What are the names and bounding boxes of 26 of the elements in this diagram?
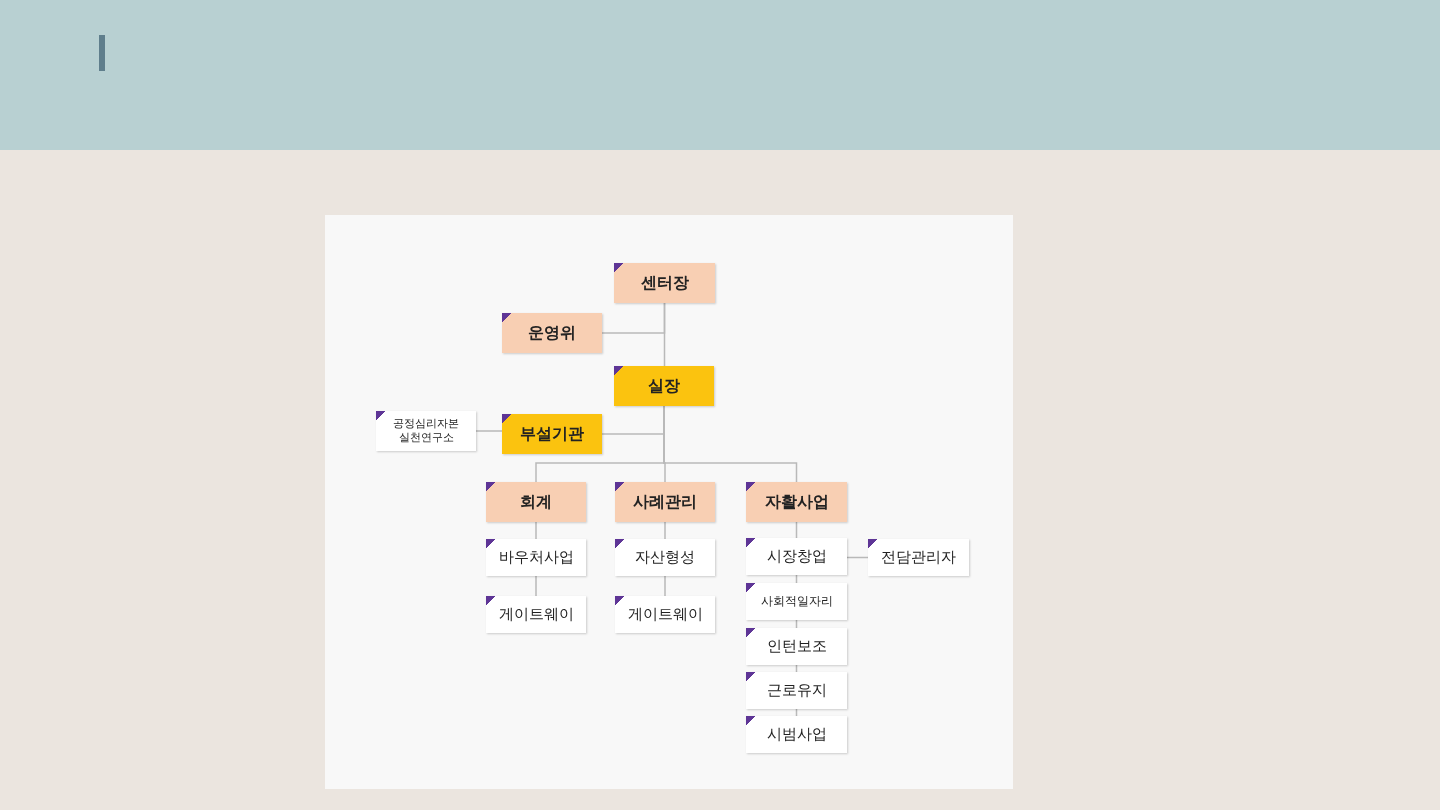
connector-line [535,575,537,597]
connector-line [664,575,666,597]
connector-line [535,521,537,540]
unit-box: 공정심리자본 실천연구소 [376,411,476,451]
unit-box: 시장창업 [746,538,847,575]
position-box: 운영위 [502,313,602,353]
unit-box: 게이트웨이 [486,596,586,633]
unit-box: 사회적일자리 [746,583,847,620]
unit-box: 바우처사업 [486,539,586,576]
connector-line [663,302,666,367]
connector-line [664,521,666,540]
unit-box: 인턴보조 [746,628,847,665]
unit-box: 근로유지 [746,672,847,709]
position-box: 부설기관 [502,414,602,454]
unit-box: 시범사업 [746,716,847,753]
connector-line [663,405,798,483]
position-box: 센터장 [614,263,715,303]
connector-line [475,430,503,432]
position-box: 사례관리 [615,482,715,522]
position-box: 자활사업 [746,482,847,522]
unit-box: 자산형성 [615,539,715,576]
unit-box: 게이트웨이 [615,596,715,633]
position-box: 회계 [486,482,586,522]
connector-line [846,556,869,559]
position-box: 실장 [614,366,714,406]
unit-box: 전담관리자 [868,539,969,576]
